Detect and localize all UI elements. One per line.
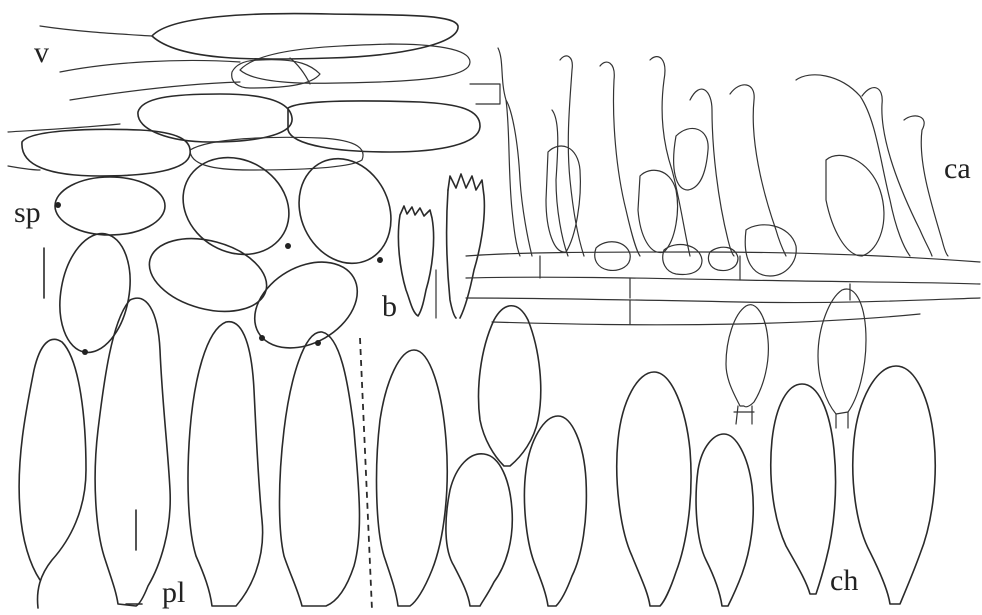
label-basidia: b [382, 290, 397, 323]
cheilocystidium-inflated [663, 245, 702, 275]
cheilocystidium [862, 88, 932, 256]
cheilocystidium-inflated [638, 170, 678, 252]
cheilocystidium-small [726, 305, 768, 407]
subhymenial-hypha [466, 252, 980, 262]
cheilocystidium-fusiform [696, 434, 753, 606]
label-veil: v [34, 36, 49, 69]
subhymenial-hypha [466, 277, 980, 284]
veil-hypha [152, 14, 458, 60]
subhymenial-hypha [466, 298, 980, 303]
spore [51, 228, 139, 358]
cheilocystidia-group [466, 48, 980, 325]
label-cheilocystidia-edge: ca [944, 152, 971, 185]
spore [141, 227, 275, 324]
veil-hypha-strand [290, 58, 310, 84]
cheilocystidium [600, 62, 640, 256]
spore [55, 177, 165, 235]
veil-hypha [190, 137, 363, 170]
cheilocystidium-stalk [836, 412, 848, 428]
pleurocystidium [188, 322, 263, 606]
cheilocystidium [560, 56, 584, 256]
cheilocystidium-fusiform [771, 384, 836, 594]
subhymenial-hypha [492, 314, 920, 325]
cheilocystidium-inflated [708, 247, 738, 270]
veil-hypha [240, 44, 470, 83]
cheilocystidium-fusiform [446, 454, 512, 606]
label-spores: sp [14, 196, 41, 229]
cheilocystidium-inflated [546, 146, 580, 252]
basidia-group [398, 174, 484, 318]
basidium [448, 174, 484, 318]
spore [282, 143, 407, 278]
cheilocystidium [650, 57, 690, 256]
cheilocystidium-small [818, 289, 866, 414]
cheilocystidium-inflated [745, 225, 796, 276]
cheilocystidia-fusiform-group [377, 289, 936, 606]
cheilocystidium [552, 110, 568, 256]
veil-hypha-strand [60, 60, 240, 72]
cheilocystidium-inflated [595, 242, 630, 271]
basidium [398, 206, 433, 316]
basidium-wall [447, 190, 456, 318]
veil-hypha-strand [8, 166, 40, 170]
veil-hypha-strand [40, 26, 152, 36]
veil-hypha-strand [70, 82, 240, 100]
cheilocystidium-inflated [674, 128, 708, 190]
section-divider [360, 338, 372, 610]
cheilocystidium [498, 48, 520, 256]
cheilocystidium [730, 85, 786, 256]
spore [165, 139, 306, 274]
cheilocystidium-fusiform [479, 306, 541, 466]
cheilocystidium-stalk [734, 406, 754, 424]
pleurocystidium [19, 339, 86, 608]
cheilocystidium-fusiform [853, 366, 935, 604]
cheilocystidium [904, 116, 948, 256]
veil-hyphae-group [8, 14, 500, 176]
label-pleurocystidia: pl [162, 576, 185, 609]
label-cheilocystidia: ch [830, 564, 858, 597]
cheilocystidium-inflated [826, 155, 884, 256]
veil-hypha [138, 94, 292, 142]
cheilocystidium-fusiform [377, 350, 448, 606]
pleurocystidium [280, 332, 360, 606]
cheilocystidium-fusiform [524, 416, 586, 606]
spores-group [44, 139, 408, 366]
cheilocystidium [690, 89, 734, 256]
cheilocystidium-fusiform [617, 372, 691, 606]
veil-hypha [288, 101, 480, 152]
veil-hypha-strand [470, 84, 500, 104]
